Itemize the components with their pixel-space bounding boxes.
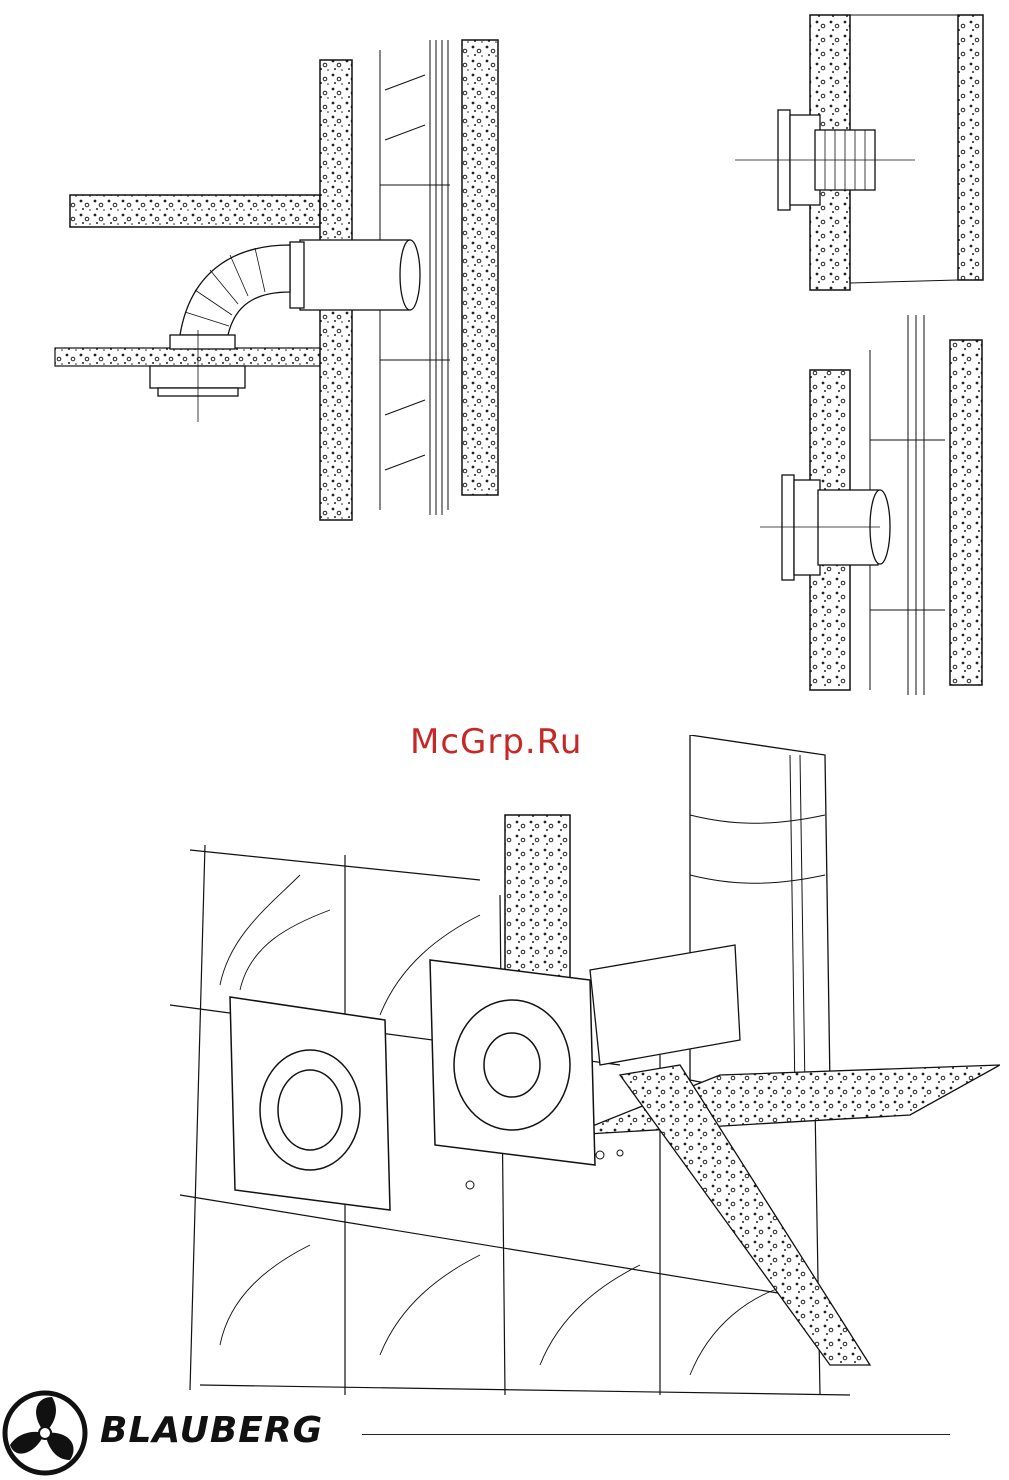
fan-logo-icon bbox=[5, 1393, 85, 1473]
brand-name: BLAUBERG bbox=[100, 1410, 323, 1451]
wall-through-fan-installation bbox=[730, 5, 1000, 295]
tile-wall-fan-mounting bbox=[150, 735, 1000, 1400]
wall-duct-elbow-installation bbox=[50, 30, 510, 530]
footer-rule bbox=[362, 1434, 950, 1435]
wall-shaft-fan-installation bbox=[750, 310, 1000, 700]
